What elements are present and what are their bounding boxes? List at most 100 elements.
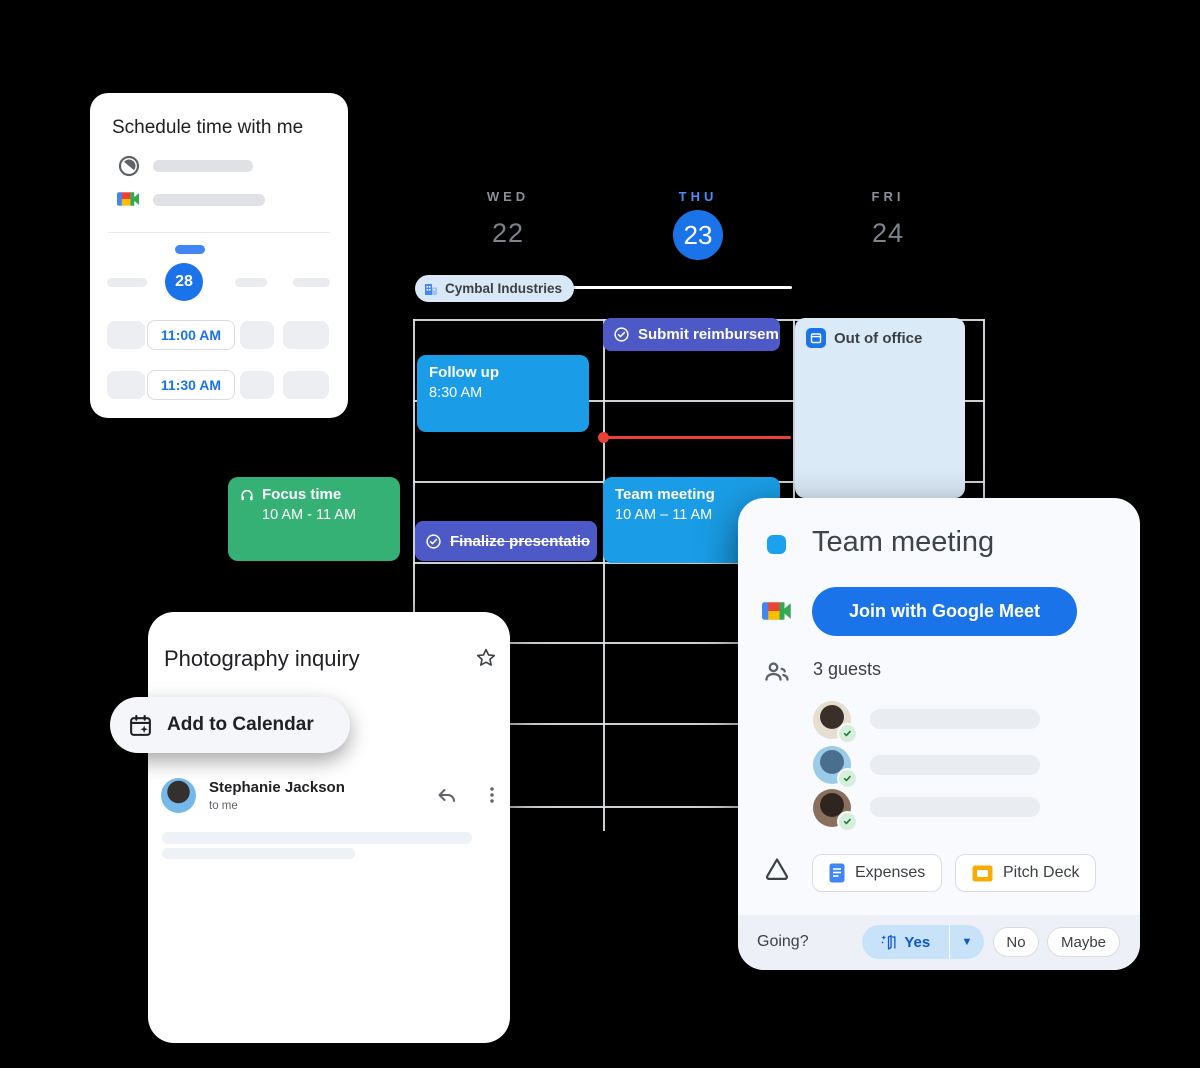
more-options-icon[interactable] bbox=[480, 783, 504, 807]
grid-line bbox=[413, 806, 985, 808]
join-meet-button[interactable]: Join with Google Meet bbox=[812, 587, 1077, 636]
attachment-label: Expenses bbox=[855, 864, 926, 881]
grid-line bbox=[413, 642, 985, 644]
placeholder-text bbox=[162, 832, 472, 844]
time-slot-button[interactable]: 11:00 AM bbox=[147, 320, 235, 350]
event-focus-time[interactable]: Focus time 10 AM - 11 AM bbox=[228, 477, 400, 561]
event-submit-reimbursement[interactable]: Submit reimbursem bbox=[603, 318, 780, 351]
accepted-check-icon bbox=[837, 811, 858, 832]
clock-icon bbox=[118, 155, 140, 177]
task-check-icon bbox=[614, 327, 629, 342]
event-detail-title: Team meeting bbox=[812, 526, 995, 558]
guest-name-placeholder bbox=[870, 755, 1040, 775]
google-meet-icon bbox=[762, 602, 791, 620]
rsvp-maybe-button[interactable]: Maybe bbox=[1047, 927, 1120, 957]
event-color-bullet bbox=[767, 535, 786, 554]
divider bbox=[108, 232, 330, 233]
add-to-calendar-button[interactable]: Add to Calendar bbox=[110, 697, 350, 753]
current-time-dot bbox=[598, 432, 609, 443]
placeholder-day bbox=[293, 278, 330, 287]
booking-card: Schedule time with me 28 11:00 AM 11:30 … bbox=[90, 93, 348, 418]
event-title: Team meeting bbox=[615, 486, 715, 503]
reply-icon[interactable] bbox=[435, 784, 459, 808]
slot-ghost bbox=[107, 321, 145, 349]
in-person-door-icon bbox=[881, 934, 896, 950]
guests-count: 3 guests bbox=[813, 659, 882, 679]
selected-date[interactable]: 28 bbox=[165, 263, 203, 301]
placeholder-day bbox=[235, 278, 267, 287]
placeholder-text bbox=[153, 160, 253, 172]
event-detail-card: Team meeting Join with Google Meet 3 gue… bbox=[738, 498, 1140, 970]
guest-name-placeholder bbox=[870, 709, 1040, 729]
slot-ghost bbox=[107, 371, 145, 399]
event-time: 10 AM – 11 AM bbox=[615, 507, 713, 523]
event-title: Submit reimbursem bbox=[638, 326, 779, 343]
event-title: Follow up bbox=[429, 364, 499, 381]
add-to-calendar-label: Add to Calendar bbox=[167, 714, 314, 735]
booking-card-title: Schedule time with me bbox=[112, 117, 304, 138]
task-check-icon bbox=[426, 533, 441, 549]
day-label: FRI bbox=[871, 189, 905, 204]
grid-line bbox=[413, 723, 985, 725]
divider bbox=[948, 925, 950, 959]
google-slides-icon bbox=[972, 865, 993, 881]
current-time-line bbox=[603, 436, 791, 439]
google-meet-icon bbox=[117, 192, 140, 206]
event-time: 8:30 AM bbox=[429, 385, 483, 401]
headphones-icon bbox=[241, 489, 253, 500]
grid-line bbox=[413, 319, 415, 831]
event-title: Focus time bbox=[262, 486, 342, 503]
grid-line bbox=[413, 400, 985, 402]
placeholder-text bbox=[162, 848, 355, 859]
allday-event-label: Cymbal Industries bbox=[445, 281, 563, 296]
event-title: Finalize presentatio bbox=[450, 532, 591, 550]
sender-name: Stephanie Jackson bbox=[209, 779, 345, 796]
rsvp-no-button[interactable]: No bbox=[993, 927, 1039, 957]
selected-day-marker bbox=[175, 245, 205, 254]
day-label: THU bbox=[678, 189, 718, 204]
email-card: Photography inquiry Stephanie Jackson to… bbox=[148, 612, 510, 1043]
rsvp-footer: Going? Yes ▼ No Maybe bbox=[738, 915, 1140, 970]
event-finalize-presentation[interactable]: Finalize presentatio bbox=[415, 521, 597, 561]
rsvp-question: Going? bbox=[757, 933, 809, 950]
event-title: Out of office bbox=[834, 329, 923, 347]
event-time: 10 AM - 11 AM bbox=[262, 507, 357, 523]
rsvp-yes-button[interactable]: Yes ▼ bbox=[862, 925, 984, 959]
chevron-down-icon[interactable]: ▼ bbox=[961, 936, 973, 948]
grid-line bbox=[413, 562, 985, 564]
day-header-wed: WED 22 bbox=[413, 189, 603, 249]
slot-ghost bbox=[240, 371, 274, 399]
attachment-pitch-deck[interactable]: Pitch Deck bbox=[955, 854, 1097, 892]
day-number: 22 bbox=[491, 218, 525, 248]
google-docs-icon bbox=[829, 863, 845, 883]
event-follow-up[interactable]: Follow up 8:30 AM bbox=[417, 355, 589, 432]
attachment-expenses[interactable]: Expenses bbox=[812, 854, 943, 892]
allday-event-chip[interactable]: Cymbal Industries bbox=[415, 275, 575, 302]
grid-line bbox=[603, 319, 605, 831]
recipient-label: to me bbox=[209, 800, 238, 812]
slot-ghost bbox=[283, 371, 329, 399]
day-label: WED bbox=[486, 189, 530, 204]
slot-ghost bbox=[283, 321, 329, 349]
calendar-sparkle-icon bbox=[130, 714, 151, 736]
accepted-check-icon bbox=[837, 768, 858, 789]
event-out-of-office[interactable]: Out of office bbox=[795, 318, 965, 498]
placeholder-day bbox=[107, 278, 147, 287]
rsvp-yes-label: Yes bbox=[904, 933, 931, 951]
guests-icon bbox=[765, 662, 789, 681]
guest-name-placeholder bbox=[870, 797, 1040, 817]
allday-event-line bbox=[560, 286, 792, 289]
sender-avatar bbox=[161, 778, 196, 813]
email-subject: Photography inquiry bbox=[164, 646, 360, 671]
selected-day-circle[interactable]: 23 bbox=[673, 210, 723, 260]
google-drive-icon bbox=[765, 858, 789, 880]
day-header-thu: THU 23 bbox=[603, 189, 793, 260]
star-icon[interactable] bbox=[474, 646, 498, 670]
accepted-check-icon bbox=[837, 723, 858, 744]
slot-ghost bbox=[240, 321, 274, 349]
day-header-fri: FRI 24 bbox=[793, 189, 983, 249]
day-number: 24 bbox=[871, 218, 905, 248]
out-of-office-icon bbox=[806, 328, 826, 348]
time-slot-button[interactable]: 11:30 AM bbox=[147, 370, 235, 400]
building-icon bbox=[425, 283, 437, 295]
